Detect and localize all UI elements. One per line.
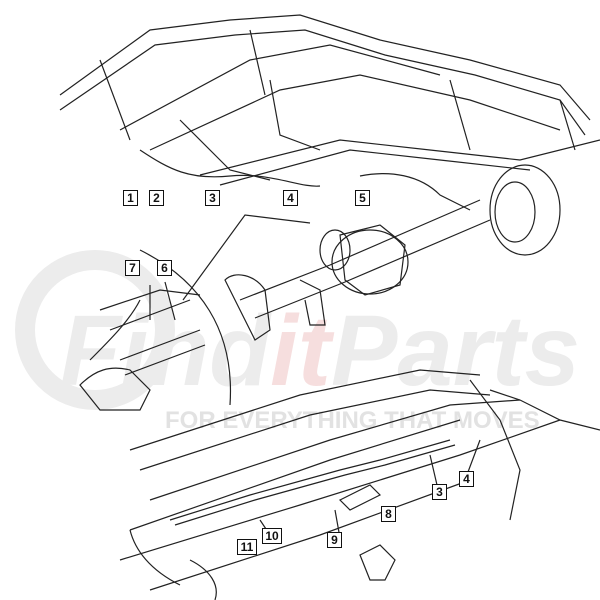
callout-2: 2 xyxy=(149,190,164,206)
callout-4: 4 xyxy=(283,190,298,206)
callout-6: 6 xyxy=(157,260,172,276)
callout-9: 9 xyxy=(327,532,342,548)
callout-4: 4 xyxy=(459,471,474,487)
watermark-brand-1: Find xyxy=(60,295,272,407)
callout-11: 11 xyxy=(237,539,257,555)
watermark-brand: FinditParts xyxy=(60,295,580,407)
callout-3: 3 xyxy=(432,484,447,500)
frame-top-drawing xyxy=(59,14,600,211)
callout-8: 8 xyxy=(381,506,396,522)
watermark-brand-3: Parts xyxy=(331,295,580,407)
watermark: FinditParts FOR EVERYTHING THAT MOVES xyxy=(15,250,580,434)
axle-drawing xyxy=(139,164,561,406)
callout-3: 3 xyxy=(205,190,220,206)
callout-7: 7 xyxy=(125,260,140,276)
callout-10: 10 xyxy=(262,528,282,544)
callout-5: 5 xyxy=(355,190,370,206)
detail-inset-drawing xyxy=(79,281,206,411)
callout-1: 1 xyxy=(123,190,138,206)
underbody-drawing xyxy=(119,369,600,600)
watermark-tagline: FOR EVERYTHING THAT MOVES xyxy=(165,407,540,434)
